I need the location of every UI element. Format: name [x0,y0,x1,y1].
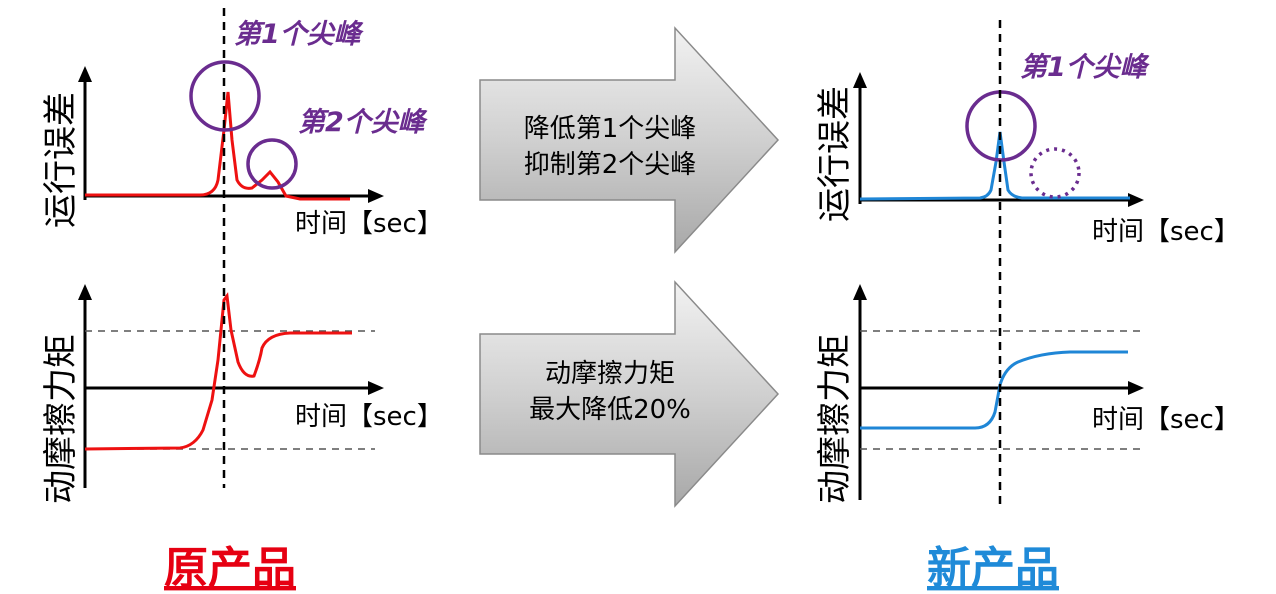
new-error-y-arrowhead [853,72,867,88]
new-error-curve [859,131,1130,201]
bottom-arrow-line1: 动摩擦力矩 [545,359,675,389]
top-arrow-line1: 降低第1个尖峰 [524,114,697,144]
bottom-arrow: 动摩擦力矩 最大降低20% [479,280,780,508]
old-friction-y-arrowhead [78,284,92,300]
old-error-chart: 运行误差 时间【sec】 第1个尖峰 第2个尖峰 [41,19,443,239]
new-error-y-label: 运行误差 [815,86,855,222]
new-friction-curve [860,350,1128,430]
old-error-x-label: 时间【sec】 [295,209,443,239]
old-peak1-label: 第1个尖峰 [234,19,365,50]
bottom-arrow-shape [479,280,780,508]
new-peak2-dotted-circle [1029,147,1081,199]
old-friction-chart: 动摩擦力矩 时间【sec】 [41,284,443,504]
top-arrow: 降低第1个尖峰 抑制第2个尖峰 [479,26,780,254]
new-product-title: 新产品 [927,543,1059,594]
top-arrow-shape [479,26,780,254]
new-error-x-label: 时间【sec】 [1092,217,1240,247]
old-error-y-label: 运行误差 [41,92,81,228]
old-friction-curve [84,292,352,451]
new-peak1-label: 第1个尖峰 [1020,52,1151,83]
old-peak2-label: 第2个尖峰 [298,107,429,138]
old-error-x-arrowhead [368,189,384,203]
new-error-x-arrowhead [1128,193,1144,207]
new-friction-y-arrowhead [853,284,867,300]
top-arrow-line2: 抑制第2个尖峰 [524,150,697,180]
bottom-arrow-line2: 最大降低20% [529,395,691,425]
peak1-circle [189,60,261,132]
old-friction-x-arrowhead [368,381,384,395]
new-error-chart: 运行误差 时间【sec】 第1个尖峰 [815,52,1240,247]
peak2-circle [246,138,298,190]
old-friction-x-label: 时间【sec】 [295,402,443,432]
old-error-curve [85,91,350,201]
old-error-y-arrowhead [78,66,92,82]
old-product-title: 原产品 [164,543,296,594]
new-friction-x-arrowhead [1128,381,1144,395]
new-friction-y-label: 动摩擦力矩 [815,334,855,504]
new-friction-x-label: 时间【sec】 [1092,405,1240,435]
new-friction-chart: 动摩擦力矩 时间【sec】 [815,284,1240,504]
old-friction-y-label: 动摩擦力矩 [41,334,81,504]
